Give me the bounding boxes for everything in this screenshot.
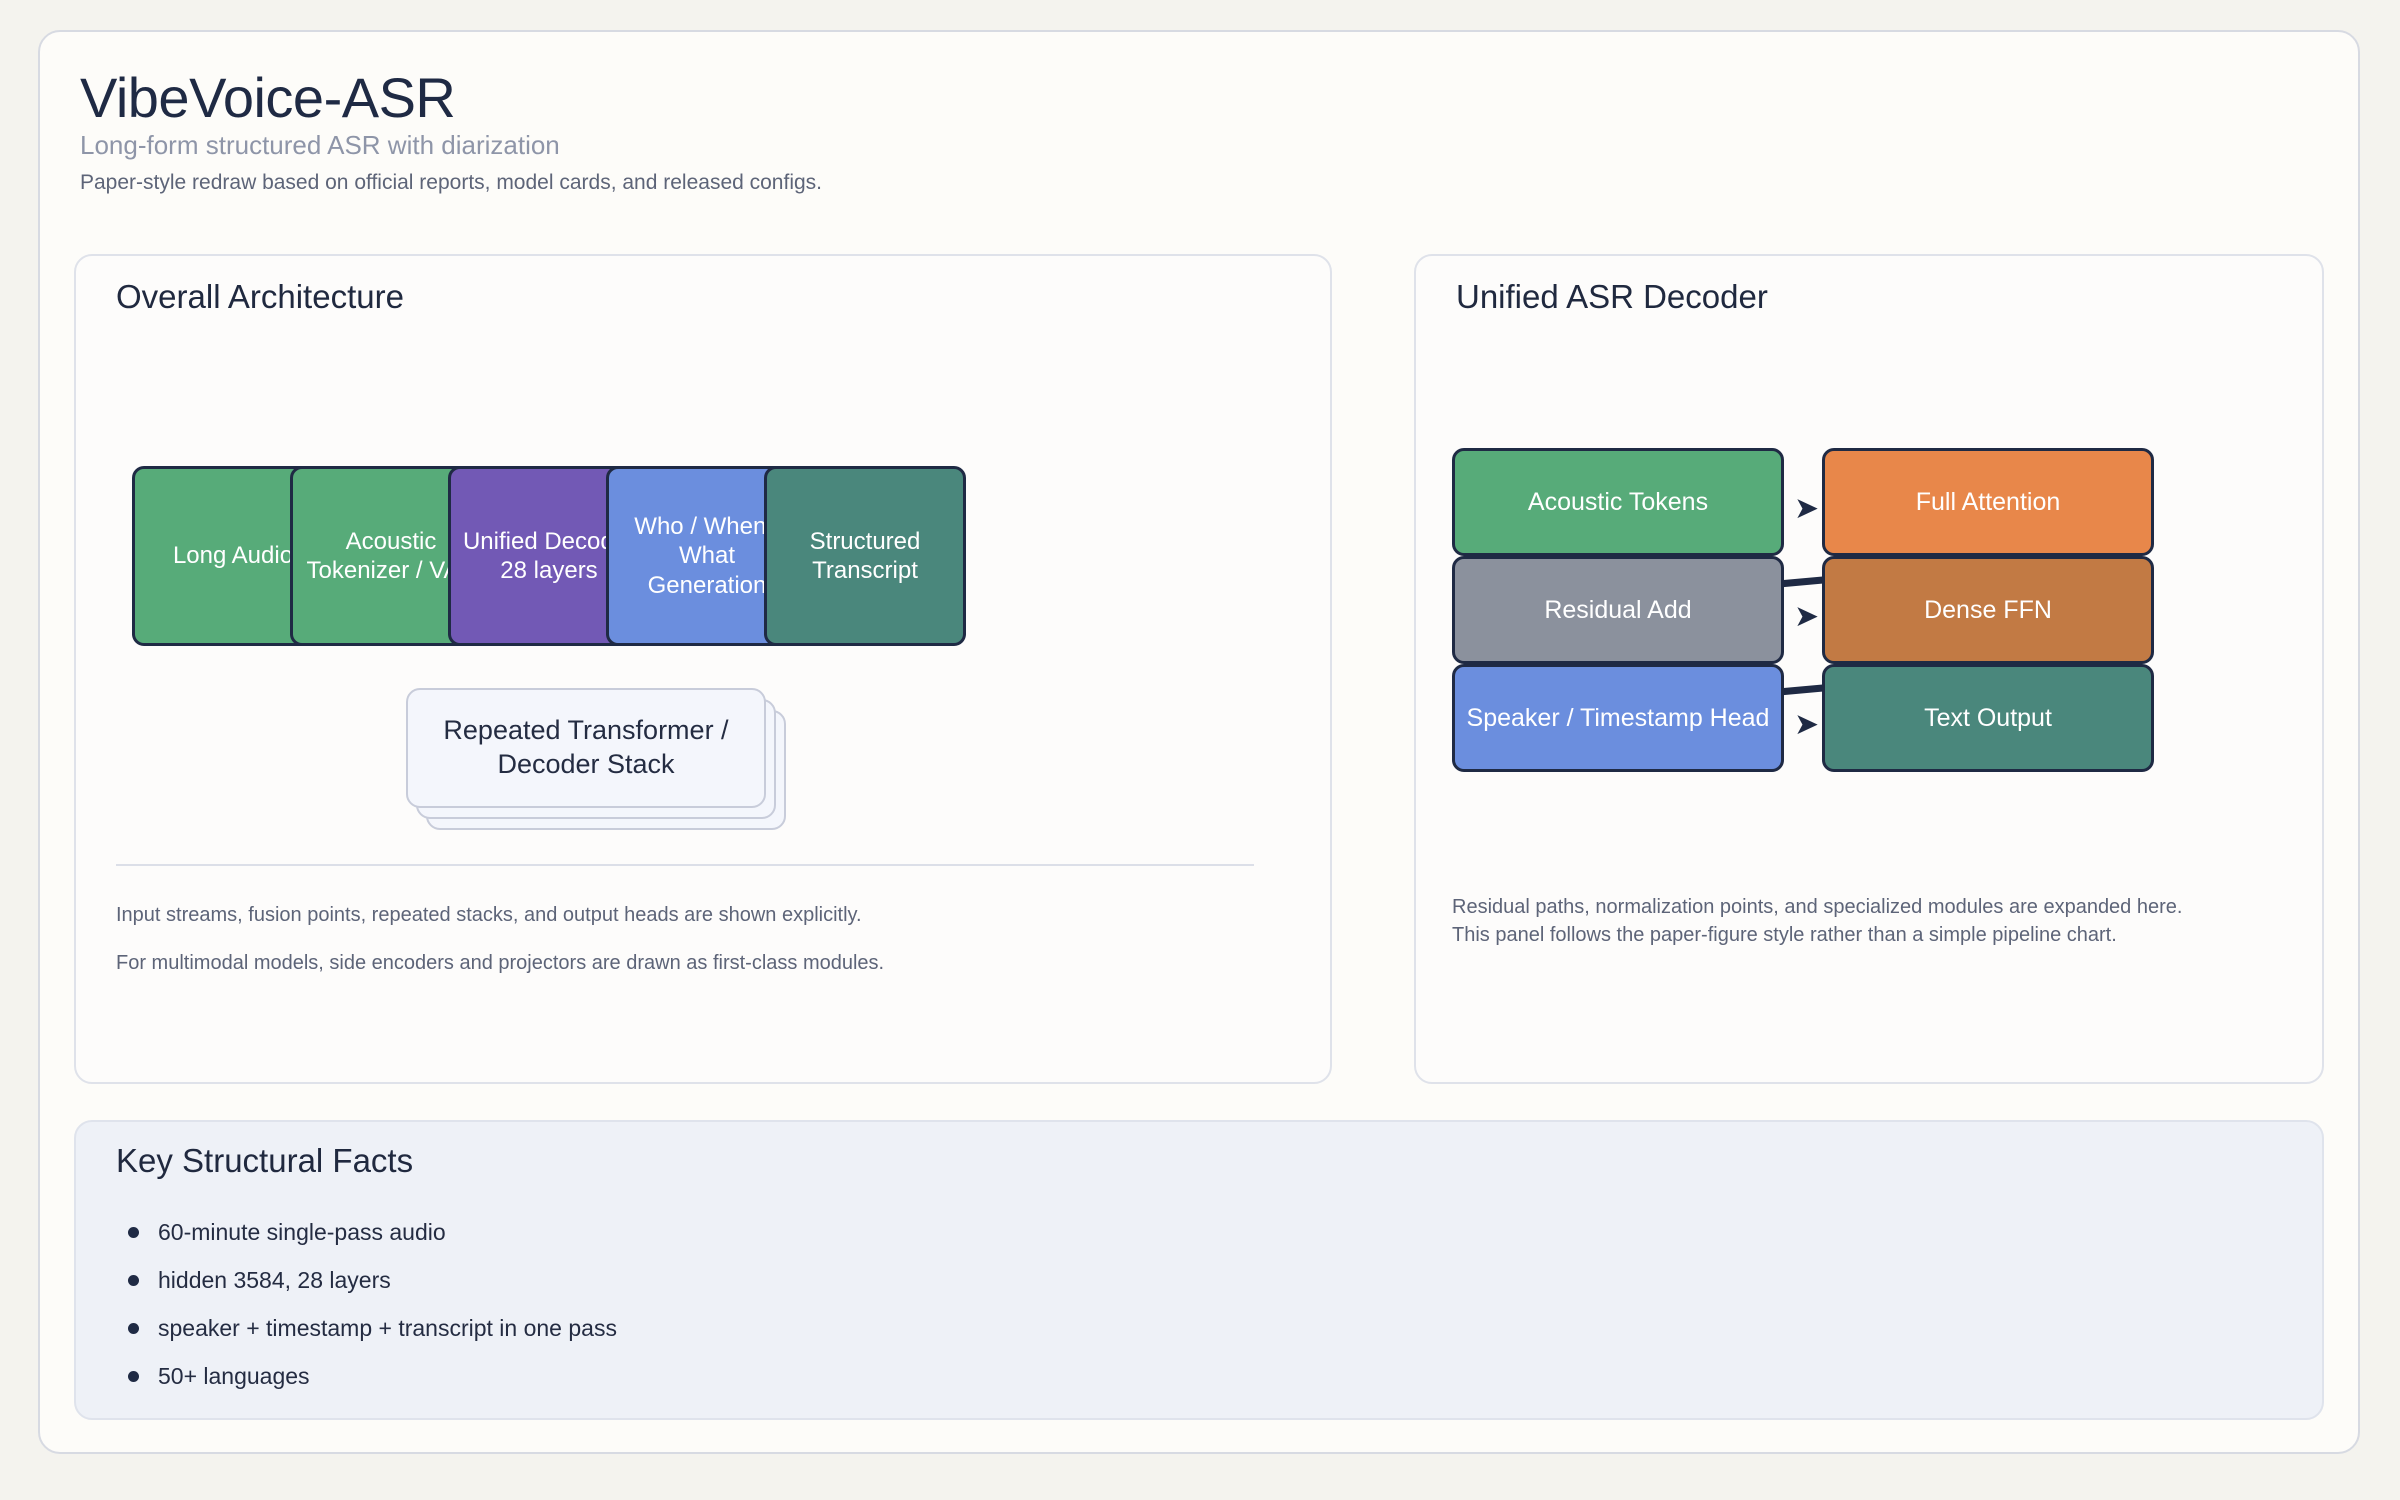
facts-list: 60-minute single-pass audio hidden 3584,… bbox=[128, 1208, 617, 1400]
arrow-right-icon: ➤ bbox=[1794, 492, 1820, 525]
overall-architecture-title: Overall Architecture bbox=[116, 278, 404, 315]
right-panel-note-1: Residual paths, normalization points, an… bbox=[1452, 896, 2183, 918]
key-structural-facts-panel: Key Structural Facts 60-minute single-pa… bbox=[74, 1120, 2324, 1420]
decoder-node-speaker-timestamp-head[interactable]: Speaker / Timestamp Head bbox=[1452, 664, 1784, 772]
right-panel-note-2: This panel follows the paper-figure styl… bbox=[1452, 924, 2117, 946]
list-item: 50+ languages bbox=[128, 1352, 617, 1400]
page-card: VibeVoice-ASR Long-form structured ASR w… bbox=[38, 30, 2360, 1454]
list-item: hidden 3584, 28 layers bbox=[128, 1256, 617, 1304]
page-byline: Paper-style redraw based on official rep… bbox=[80, 171, 823, 194]
fact-text: speaker + timestamp + transcript in one … bbox=[158, 1314, 617, 1341]
unified-asr-decoder-panel: Unified ASR Decoder Acoustic Tokens ➤ Fu… bbox=[1414, 254, 2324, 1084]
repeated-transformer-stack-card[interactable]: Repeated Transformer / Decoder Stack bbox=[406, 688, 766, 808]
fact-text: hidden 3584, 28 layers bbox=[158, 1266, 391, 1293]
arrow-right-icon: ➤ bbox=[1794, 600, 1820, 633]
left-panel-note-1: Input streams, fusion points, repeated s… bbox=[116, 904, 862, 926]
bullet-icon bbox=[128, 1274, 139, 1286]
page-header: VibeVoice-ASR Long-form structured ASR w… bbox=[80, 70, 822, 194]
panel-divider bbox=[116, 864, 1254, 866]
decoder-node-full-attention[interactable]: Full Attention bbox=[1822, 448, 2154, 556]
list-item: 60-minute single-pass audio bbox=[128, 1208, 617, 1256]
bullet-icon bbox=[128, 1322, 139, 1334]
bullet-icon bbox=[128, 1226, 139, 1238]
unified-asr-decoder-title: Unified ASR Decoder bbox=[1456, 278, 1768, 315]
list-item: speaker + timestamp + transcript in one … bbox=[128, 1304, 617, 1352]
repeated-stack-group: Repeated Transformer / Decoder Stack bbox=[406, 688, 806, 838]
page-subtitle: Long-form structured ASR with diarizatio… bbox=[80, 130, 560, 160]
decoder-node-residual-add[interactable]: Residual Add bbox=[1452, 556, 1784, 664]
left-panel-note-2: For multimodal models, side encoders and… bbox=[116, 952, 885, 974]
decoder-node-dense-ffn[interactable]: Dense FFN bbox=[1822, 556, 2154, 664]
page-title: VibeVoice-ASR bbox=[80, 66, 456, 129]
fact-text: 60-minute single-pass audio bbox=[158, 1218, 446, 1245]
decoder-node-acoustic-tokens[interactable]: Acoustic Tokens bbox=[1452, 448, 1784, 556]
overall-architecture-panel: Overall Architecture Long Audio ➤ Acoust… bbox=[74, 254, 1332, 1084]
arrow-right-icon: ➤ bbox=[1794, 708, 1820, 741]
bullet-icon bbox=[128, 1370, 139, 1382]
fact-text: 50+ languages bbox=[158, 1362, 310, 1389]
key-structural-facts-title: Key Structural Facts bbox=[116, 1142, 414, 1179]
flow-node-structured-transcript[interactable]: Structured Transcript bbox=[764, 466, 966, 646]
decoder-node-text-output[interactable]: Text Output bbox=[1822, 664, 2154, 772]
